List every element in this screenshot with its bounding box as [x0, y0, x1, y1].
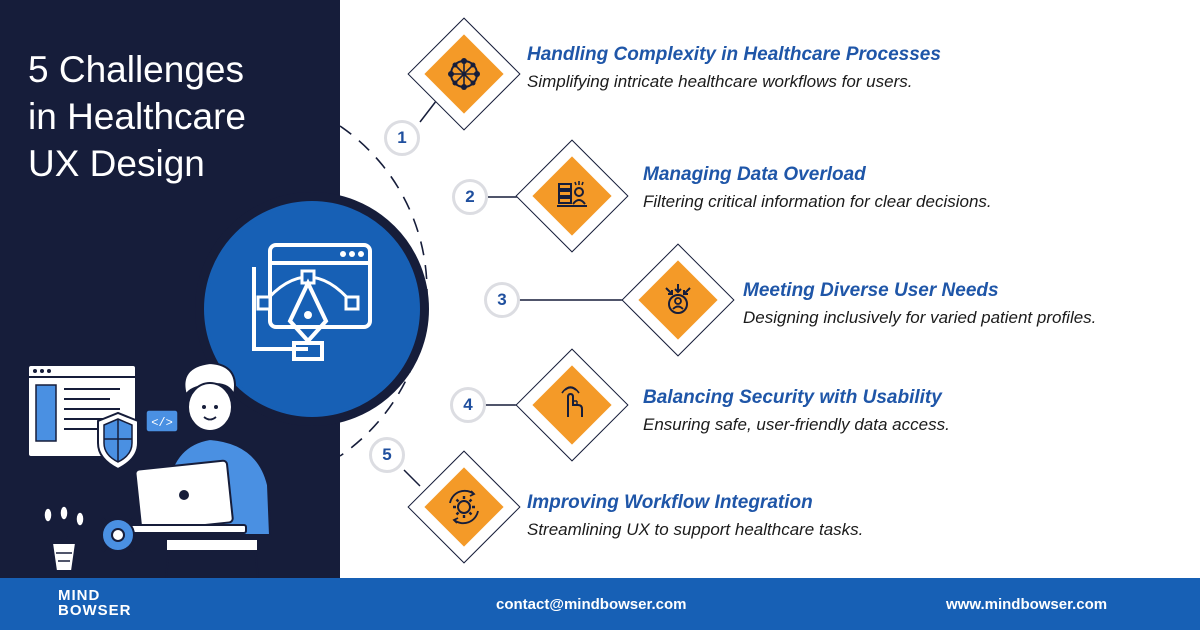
item-desc-4: Ensuring safe, user-friendly data access… [643, 415, 950, 434]
touch-hand-icon [561, 386, 583, 417]
item-desc-3: Designing inclusively for varied patient… [743, 308, 1097, 327]
network-icon [448, 58, 480, 90]
title-line-2: in Healthcare [28, 96, 247, 137]
pen-tool-icon [252, 243, 372, 361]
step-number-5: 5 [369, 437, 405, 473]
connector-line-5 [403, 469, 421, 487]
mindbowser-logo: MIND BOWSER [58, 588, 132, 618]
item-desc-2: Filtering critical information for clear… [643, 192, 992, 211]
logo-line-2: BOWSER [58, 602, 132, 619]
step-number-1: 1 [384, 120, 420, 156]
title-line-1: 5 Challenges [28, 49, 244, 90]
diamond-3 [621, 243, 735, 357]
diamond-4 [515, 348, 629, 462]
diamond-1 [407, 17, 521, 131]
item-title-3: Meeting Diverse User Needs [743, 280, 999, 301]
page-title: 5 Challenges in Healthcare UX Design [28, 46, 328, 187]
item-title-5: Improving Workflow Integration [527, 492, 813, 513]
data-stack-icon [557, 181, 587, 207]
step-number-2: 2 [452, 179, 488, 215]
code-tag-icon: </> [151, 416, 173, 430]
item-desc-1: Simplifying intricate healthcare workflo… [527, 72, 913, 91]
footer-website-link[interactable]: www.mindbowser.com [946, 596, 1108, 613]
item-title-2: Managing Data Overload [643, 164, 866, 185]
footer-bar [0, 578, 1200, 630]
logo-line-1: MIND [58, 587, 101, 604]
step-number-4: 4 [450, 387, 486, 423]
item-desc-5: Streamlining UX to support healthcare ta… [527, 520, 864, 539]
title-line-3: UX Design [28, 143, 205, 184]
diamond-2 [515, 139, 629, 253]
user-target-icon [665, 284, 691, 314]
diamond-5 [407, 450, 521, 564]
item-title-1: Handling Complexity in Healthcare Proces… [527, 44, 941, 65]
footer-email-link[interactable]: contact@mindbowser.com [496, 596, 687, 613]
gear-cycle-icon [449, 489, 479, 525]
item-title-4: Balancing Security with Usability [643, 387, 942, 408]
step-number-3: 3 [484, 282, 520, 318]
designer-illustration: </> [27, 361, 272, 578]
